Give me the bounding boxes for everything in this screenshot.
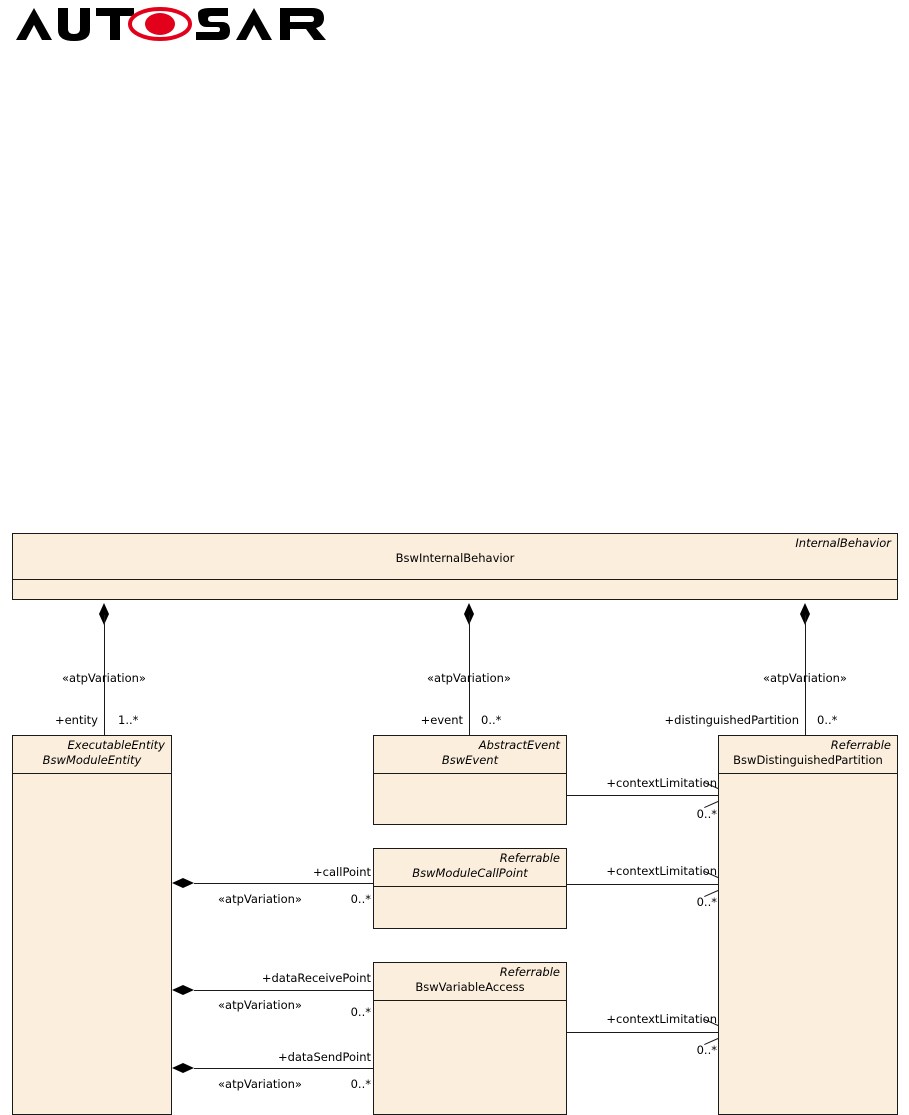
class-bsw-variable-access[interactable]: Referrable BswVariableAccess: [373, 962, 567, 1115]
class-stereotype: AbstractEvent: [478, 738, 560, 752]
arrowhead-context-limitation-event: [703, 788, 717, 802]
assoc-multiplicity-call-point: 0..*: [350, 892, 371, 906]
assoc-multiplicity-data-receive-point: 0..*: [350, 1005, 371, 1019]
assoc-role-call-point: +callPoint: [313, 865, 371, 879]
assoc-stereotype-event: «atpVariation»: [427, 671, 511, 685]
assoc-role-data-receive-point: +dataReceivePoint: [261, 971, 371, 985]
assoc-line-context-limitation-call-point: [567, 884, 718, 885]
class-header: ExecutableEntity BswModuleEntity: [13, 736, 171, 774]
class-bsw-event[interactable]: AbstractEvent BswEvent: [373, 735, 567, 825]
composition-line-call-point: [194, 883, 373, 884]
assoc-role-event: +event: [420, 713, 463, 727]
class-bsw-module-call-point[interactable]: Referrable BswModuleCallPoint: [373, 848, 567, 929]
class-stereotype: Referrable: [830, 738, 891, 752]
assoc-multiplicity-data-send-point: 0..*: [350, 1077, 371, 1091]
composition-line-data-receive-point: [194, 990, 373, 991]
assoc-multiplicity-context-limitation-variable-access: 0..*: [696, 1043, 717, 1057]
assoc-line-context-limitation-event: [567, 795, 718, 796]
assoc-role-context-limitation-variable-access: +contextLimitation: [606, 1012, 717, 1026]
assoc-role-context-limitation-event: +contextLimitation: [606, 776, 717, 790]
composition-diamond-data-receive-point: [172, 985, 194, 996]
assoc-line-context-limitation-variable-access: [567, 1032, 718, 1033]
composition-line-distinguished-partition: [805, 615, 806, 735]
class-name: BswModuleCallPoint: [412, 866, 528, 880]
class-stereotype: Referrable: [499, 965, 560, 979]
class-stereotype: Referrable: [499, 851, 560, 865]
class-name: BswEvent: [441, 753, 499, 767]
assoc-multiplicity-context-limitation-call-point: 0..*: [696, 895, 717, 909]
class-name: BswVariableAccess: [415, 980, 525, 994]
composition-line-event: [469, 615, 470, 735]
composition-diamond-data-send-point: [172, 1063, 194, 1074]
class-stereotype: ExecutableEntity: [67, 738, 165, 752]
composition-diamond-call-point: [172, 878, 194, 889]
assoc-multiplicity-distinguished-partition: 0..*: [817, 713, 838, 727]
class-attributes-compartment: [374, 1001, 566, 1115]
class-bsw-distinguished-partition[interactable]: Referrable BswDistinguishedPartition: [718, 735, 898, 1115]
class-attributes-compartment: [374, 887, 566, 929]
assoc-role-data-send-point: +dataSendPoint: [277, 1050, 371, 1064]
arrowhead-context-limitation-variable-access: [703, 1025, 717, 1039]
class-attributes-compartment: [374, 774, 566, 825]
class-name: BswInternalBehavior: [395, 551, 515, 565]
assoc-role-distinguished-partition: +distinguishedPartition: [664, 713, 799, 727]
assoc-multiplicity-event: 0..*: [481, 713, 502, 727]
assoc-stereotype-data-receive-point: «atpVariation»: [218, 998, 302, 1012]
class-header: Referrable BswDistinguishedPartition: [719, 736, 897, 774]
autosar-logo-svg: [16, 7, 326, 41]
assoc-multiplicity-entity: 1..*: [118, 713, 139, 727]
assoc-multiplicity-context-limitation-event: 0..*: [696, 807, 717, 821]
assoc-stereotype-distinguished-partition: «atpVariation»: [763, 671, 847, 685]
assoc-stereotype-entity: «atpVariation»: [62, 671, 146, 685]
composition-line-data-send-point: [194, 1068, 373, 1069]
assoc-stereotype-call-point: «atpVariation»: [218, 892, 302, 906]
class-stereotype: InternalBehavior: [795, 536, 891, 550]
assoc-role-context-limitation-call-point: +contextLimitation: [606, 864, 717, 878]
class-header: Referrable BswVariableAccess: [374, 963, 566, 1001]
class-attributes-compartment: [13, 580, 897, 600]
class-attributes-compartment: [719, 774, 897, 1115]
class-attributes-compartment: [13, 774, 171, 1115]
autosar-logo: [12, 2, 342, 48]
class-header: Referrable BswModuleCallPoint: [374, 849, 566, 887]
arrowhead-context-limitation-call-point: [703, 877, 717, 891]
class-name: BswDistinguishedPartition: [733, 753, 883, 767]
assoc-stereotype-data-send-point: «atpVariation»: [218, 1077, 302, 1091]
class-header: AbstractEvent BswEvent: [374, 736, 566, 774]
class-bsw-internal-behavior[interactable]: InternalBehavior BswInternalBehavior: [12, 533, 898, 600]
assoc-role-entity: +entity: [54, 713, 98, 727]
composition-line-entity: [104, 615, 105, 735]
class-name: BswModuleEntity: [42, 753, 142, 767]
class-header: InternalBehavior BswInternalBehavior: [13, 534, 897, 580]
class-bsw-module-entity[interactable]: ExecutableEntity BswModuleEntity: [12, 735, 172, 1115]
